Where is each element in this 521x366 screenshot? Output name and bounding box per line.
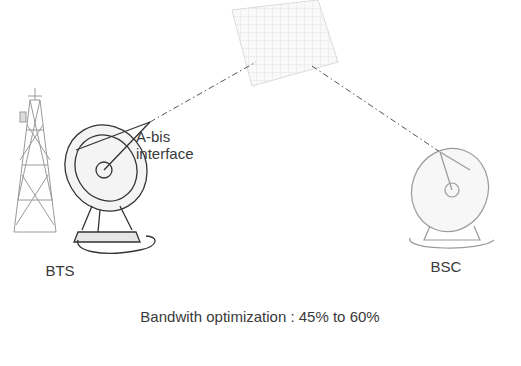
station-label: BSC <box>431 258 462 275</box>
bsc-dish <box>400 138 500 249</box>
bts-tower <box>14 88 56 232</box>
station-label: BTS <box>45 262 74 279</box>
radio-link <box>150 62 440 152</box>
interface-label: A-bis interface <box>136 128 214 163</box>
caption-text: Bandwith optimization : 45% to 60% <box>140 308 379 325</box>
satellite-panel <box>232 0 338 86</box>
